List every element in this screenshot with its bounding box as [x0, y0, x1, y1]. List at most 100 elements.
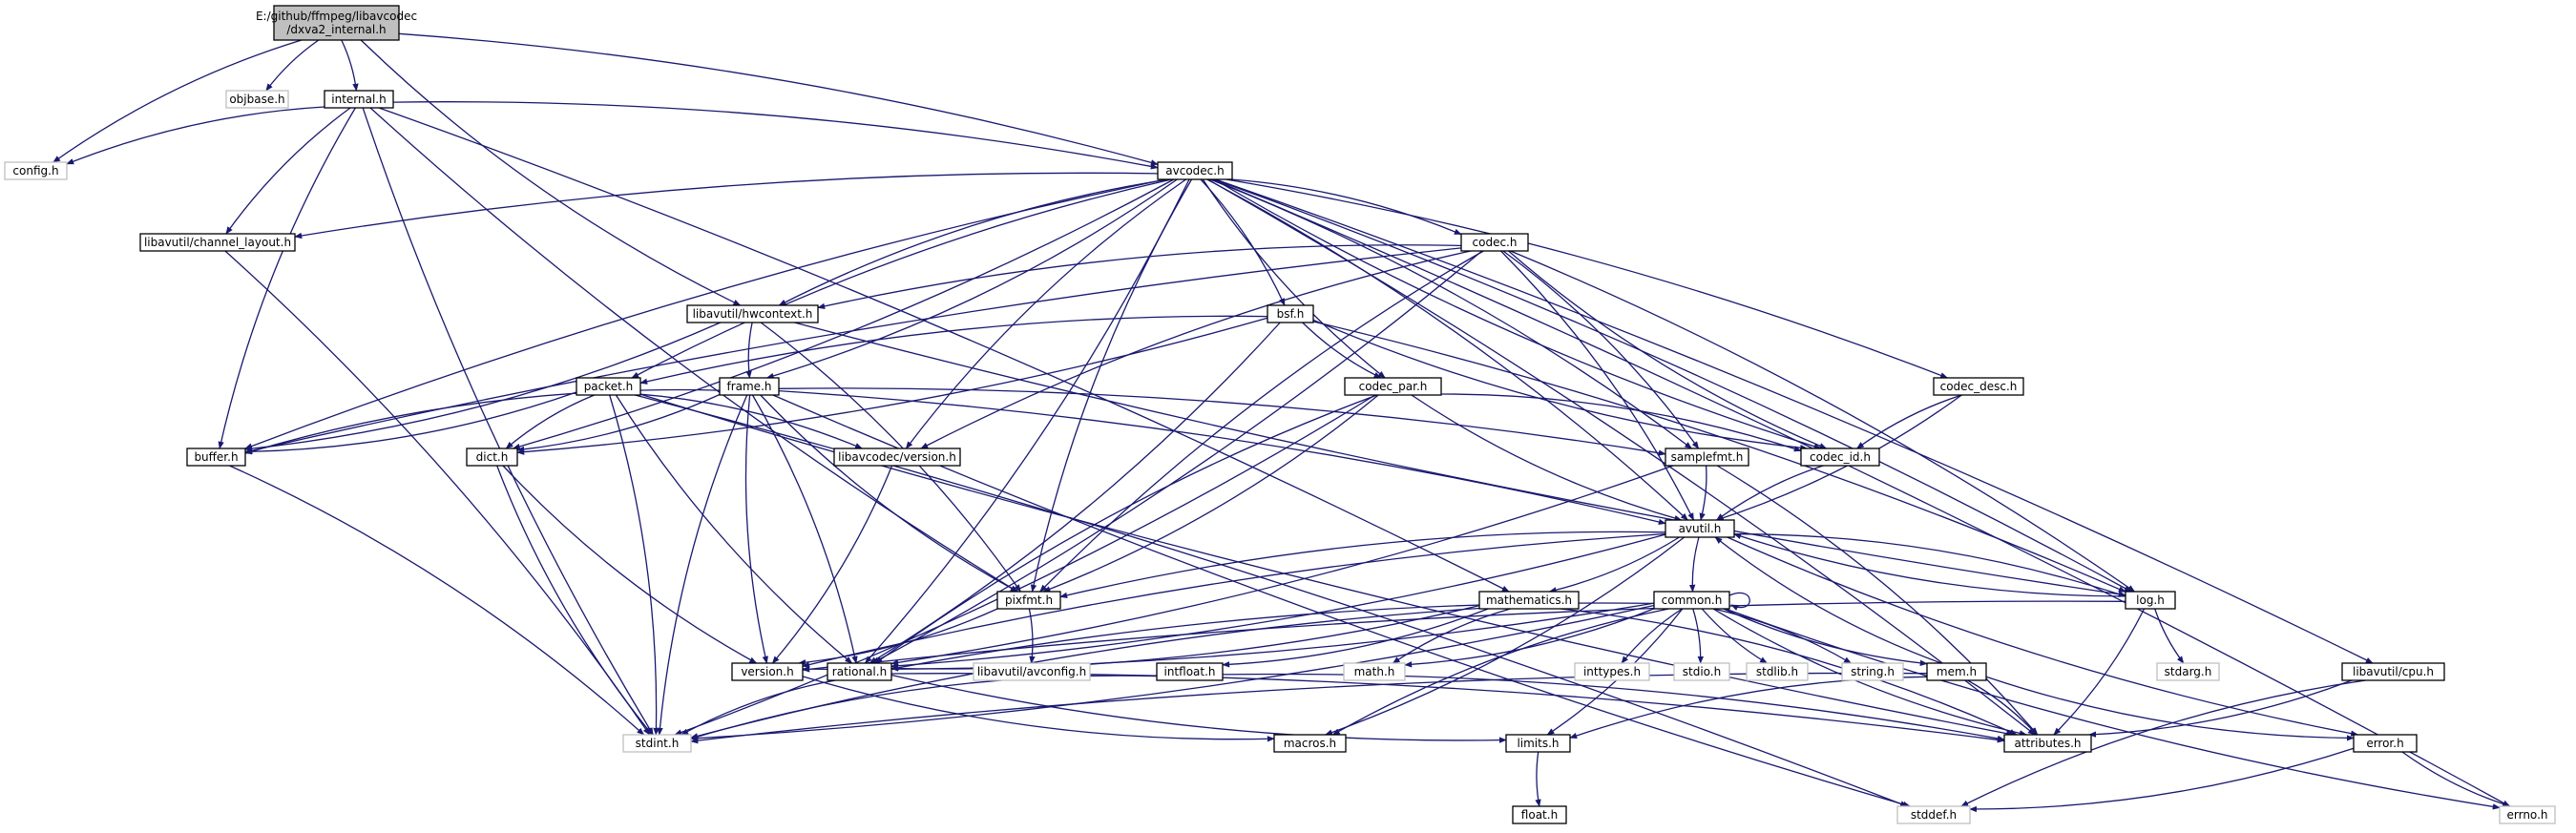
- node-pixfmt[interactable]: pixfmt.h: [996, 591, 1061, 610]
- node-frame[interactable]: frame.h: [719, 377, 780, 396]
- edge-avcodec-to-avutil: [1206, 178, 1688, 521]
- node-cpu[interactable]: libavutil/cpu.h: [2341, 662, 2445, 681]
- node-box: [1665, 448, 1749, 467]
- node-box: [1841, 662, 1904, 681]
- node-box: [1673, 662, 1730, 681]
- edge-rational-to-limits: [890, 674, 1507, 743]
- node-label: stdlib.h: [1756, 665, 1798, 678]
- node-label: pixfmt.h: [1005, 594, 1053, 607]
- edge-mem-to-error: [1985, 676, 2355, 741]
- edge-root-to-internal: [341, 39, 359, 92]
- node-label: stdio.h: [1683, 665, 1721, 678]
- edge-avutil-to-common: [1688, 536, 1700, 593]
- edge-dict-to-stdint: [496, 465, 653, 736]
- edge-error-to-errno: [2401, 751, 2511, 807]
- edge-channel_layout-to-stdint: [224, 250, 651, 736]
- edge-packet-to-stddef: [635, 394, 1908, 807]
- edge-packet-to-rational: [615, 394, 853, 664]
- node-box: [324, 90, 394, 109]
- node-common[interactable]: common.h: [1653, 591, 1730, 610]
- edge-common-to-version: [802, 602, 1655, 673]
- node-box: [1344, 377, 1442, 396]
- node-float[interactable]: float.h: [1512, 805, 1567, 824]
- node-root[interactable]: E:/github/ffmpeg/libavcodec/dxva2_intern…: [256, 5, 417, 41]
- node-error[interactable]: error.h: [2353, 734, 2418, 753]
- node-log[interactable]: log.h: [2125, 591, 2176, 610]
- node-label: E:/github/ffmpeg/libavcodec: [256, 10, 417, 23]
- edge-bsf-to-log: [1312, 321, 2126, 593]
- node-box: [139, 233, 296, 252]
- edge-cpu-to-stddef: [1960, 679, 2366, 807]
- edge-bsf-to-codec_id: [1312, 319, 1809, 451]
- edge-internal-to-buffer: [218, 107, 356, 449]
- node-objbase: objbase.h: [225, 90, 289, 109]
- node-label: frame.h: [726, 380, 771, 393]
- edge-avcodec-to-packet: [631, 178, 1172, 379]
- edge-frame-to-pixfmt: [760, 394, 1018, 593]
- node-hwcontext[interactable]: libavutil/hwcontext.h: [686, 304, 819, 323]
- node-intfloat[interactable]: intfloat.h: [1156, 662, 1224, 681]
- node-buffer[interactable]: buffer.h: [186, 448, 246, 467]
- node-samplefmt[interactable]: samplefmt.h: [1665, 448, 1749, 467]
- node-label: inttypes.h: [1583, 665, 1641, 678]
- node-label: error.h: [2366, 737, 2403, 750]
- edge-common-to-mem: [1723, 608, 1928, 667]
- node-box: [466, 448, 518, 467]
- node-internal[interactable]: internal.h: [324, 90, 394, 109]
- node-string: string.h: [1841, 662, 1904, 681]
- node-inttypes: inttypes.h: [1574, 662, 1650, 681]
- node-box: [973, 662, 1091, 681]
- node-box: [2156, 662, 2220, 681]
- node-mem[interactable]: mem.h: [1926, 662, 1987, 681]
- node-bsf[interactable]: bsf.h: [1267, 304, 1314, 323]
- edge-codec_desc-to-avutil: [1715, 394, 1962, 521]
- edge-frame-to-avutil: [778, 389, 1666, 526]
- node-codec_desc[interactable]: codec_desc.h: [1933, 377, 2024, 396]
- node-packet[interactable]: packet.h: [576, 377, 641, 396]
- node-box: [1512, 805, 1567, 824]
- node-label: bsf.h: [1277, 307, 1305, 321]
- edge-packet-to-buffer: [244, 391, 577, 455]
- node-channel_layout[interactable]: libavutil/channel_layout.h: [139, 233, 296, 252]
- node-rational[interactable]: rational.h: [827, 662, 892, 681]
- node-box: [731, 662, 804, 681]
- edge-frame-to-dict: [516, 393, 721, 453]
- node-label: mem.h: [1937, 665, 1977, 678]
- node-codec_par[interactable]: codec_par.h: [1344, 377, 1442, 396]
- node-label: string.h: [1851, 665, 1895, 678]
- node-box: [1746, 662, 1809, 681]
- node-dict[interactable]: dict.h: [466, 448, 518, 467]
- edge-internal-to-stdint: [362, 107, 654, 736]
- edge-codec-to-lavc_version: [920, 250, 1472, 449]
- edge-avcodec-to-codec_id: [1213, 178, 1822, 449]
- node-avutil[interactable]: avutil.h: [1665, 519, 1735, 538]
- node-box: [833, 448, 961, 467]
- node-lavc_version[interactable]: libavcodec/version.h: [833, 448, 961, 467]
- edge-root-to-config: [52, 39, 303, 163]
- node-label: config.h: [12, 164, 58, 177]
- edge-internal-to-config: [66, 106, 325, 165]
- edge-root-to-avcodec: [398, 32, 1159, 166]
- edge-avutil-to-version: [802, 532, 1666, 668]
- node-version[interactable]: version.h: [731, 662, 804, 681]
- node-box: [1273, 734, 1347, 753]
- edge-bsf-to-packet: [639, 315, 1268, 385]
- node-stdlib: stdlib.h: [1746, 662, 1809, 681]
- node-box: [1267, 304, 1314, 323]
- edge-samplefmt-to-rational: [890, 465, 1674, 666]
- node-config: config.h: [4, 161, 68, 180]
- node-mathematics[interactable]: mathematics.h: [1478, 591, 1580, 610]
- node-macros[interactable]: macros.h: [1273, 734, 1347, 753]
- edge-log-to-avutil: [1733, 532, 2126, 597]
- node-codec[interactable]: codec.h: [1460, 233, 1529, 252]
- node-limits[interactable]: limits.h: [1505, 734, 1571, 753]
- edge-packet-to-lavc_version: [639, 393, 863, 449]
- edge-common-to-macros: [1331, 608, 1669, 736]
- node-label: stdint.h: [636, 737, 680, 750]
- edge-common-to-errno: [1725, 608, 2501, 810]
- edge-avcodec-to-codec_desc: [1225, 178, 1949, 379]
- node-codec_id[interactable]: codec_id.h: [1800, 448, 1880, 467]
- node-avcodec[interactable]: avcodec.h: [1157, 161, 1233, 180]
- node-attributes[interactable]: attributes.h: [2003, 734, 2092, 753]
